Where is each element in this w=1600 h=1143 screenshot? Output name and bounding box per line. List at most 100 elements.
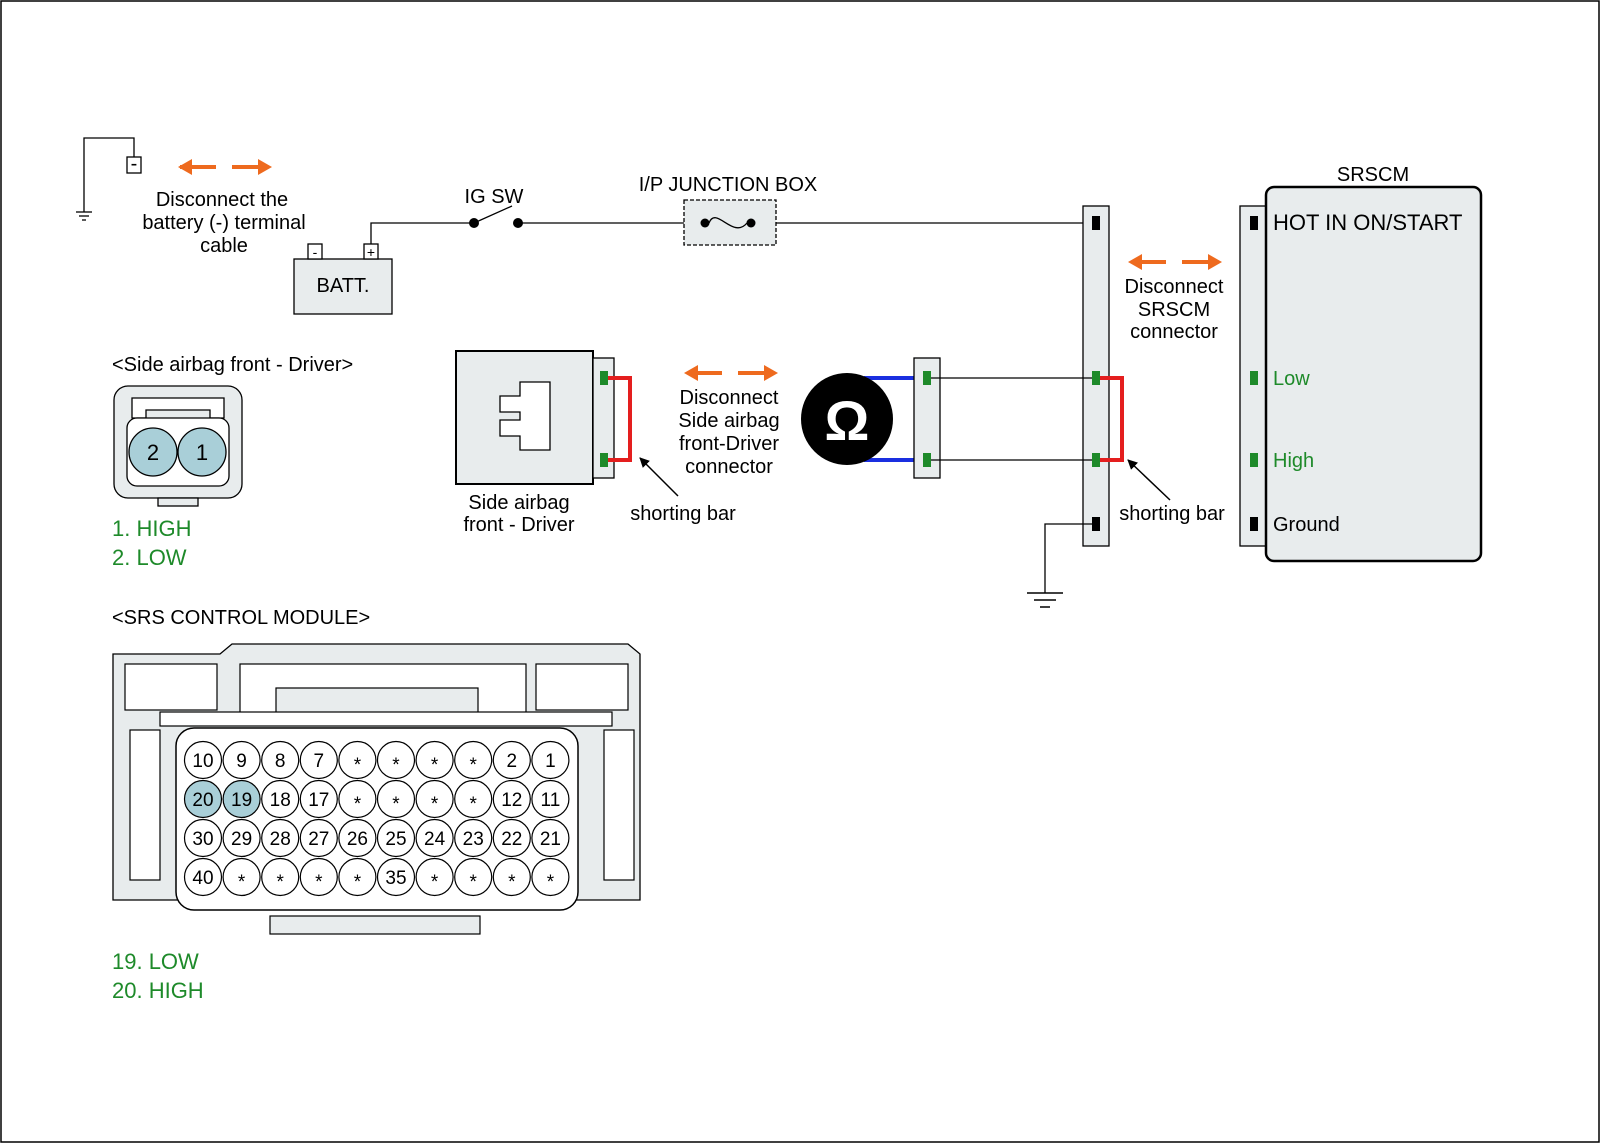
junction-box-label: I/P JUNCTION BOX — [639, 174, 818, 196]
pin-cavity — [183, 779, 223, 819]
right-shorting-bar-pointer — [1127, 459, 1171, 501]
battery-instruction-line3: cable — [200, 235, 248, 257]
pin-cavity — [299, 818, 338, 858]
right-shorting-bar — [1100, 376, 1124, 462]
pin-number: 8 — [275, 751, 286, 772]
pin-number: 12 — [501, 790, 522, 811]
pin-cavity — [299, 857, 338, 897]
battery-label: BATT. — [317, 275, 370, 297]
double-arrow-icon — [1128, 254, 1222, 270]
battery-neg-terminal: - — [313, 244, 318, 260]
pin-cavity — [222, 740, 261, 780]
pin-cavity — [299, 779, 338, 819]
ohm-meter-icon: Ω — [801, 373, 925, 465]
pin-number: 22 — [501, 829, 522, 850]
srscm-pin-hot: HOT IN ON/START — [1273, 210, 1462, 235]
side-airbag-component — [455, 350, 615, 485]
control-module-caption: <SRS CONTROL MODULE> — [112, 607, 370, 629]
pin-cavity — [415, 818, 454, 858]
battery: - + BATT. — [293, 243, 393, 315]
pin-number: 19 — [231, 790, 252, 811]
pin-number: 2 — [507, 751, 518, 772]
pin-cavity — [338, 740, 377, 780]
pin-cavity — [531, 740, 570, 780]
pin-cavity — [261, 779, 300, 819]
pin-cavity — [183, 818, 223, 858]
pin-number: * — [392, 794, 400, 815]
pin-cavity — [454, 740, 493, 780]
pin-cavity — [376, 740, 416, 780]
pin-cavity — [415, 779, 454, 819]
pin-number: 11 — [541, 790, 561, 811]
pin-cavity — [376, 779, 416, 819]
pin-number: * — [315, 872, 323, 893]
pin-cavity — [183, 857, 223, 897]
srscm-title: SRSCM — [1337, 164, 1409, 186]
side-airbag-instruction-line1: Disconnect — [680, 387, 779, 409]
side-airbag-connector-face — [113, 385, 243, 507]
pin-cavity — [492, 779, 531, 819]
pin-cavity — [222, 818, 261, 858]
pin-number: 10 — [192, 751, 213, 772]
pin-number: * — [238, 872, 246, 893]
ground-icon — [1027, 592, 1063, 608]
pin-cavity — [183, 740, 223, 780]
pin-number: 29 — [231, 829, 252, 850]
pin-number: 18 — [270, 790, 291, 811]
battery-ground-symbol: - — [76, 137, 142, 221]
pin-number: 1 — [545, 751, 556, 772]
right-shorting-bar-label: shorting bar — [1119, 503, 1225, 525]
pin-cavity — [531, 779, 570, 819]
pin-number: * — [431, 794, 439, 815]
pin-number: 35 — [385, 868, 406, 889]
srscm-instruction-line1: Disconnect — [1125, 276, 1224, 298]
pin-number: * — [354, 755, 362, 776]
ground-icon — [76, 211, 92, 221]
pin-number: 28 — [270, 829, 291, 850]
left-shorting-bar-pointer — [639, 457, 679, 497]
pin-number: 27 — [308, 829, 329, 850]
pin-number: * — [354, 872, 362, 893]
battery-instruction-line2: battery (-) terminal — [142, 212, 305, 234]
pin-number: 26 — [347, 829, 368, 850]
side-airbag-label-line1: Side airbag — [468, 492, 569, 514]
pin-number: 40 — [192, 868, 213, 889]
pin-cavity — [454, 857, 493, 897]
left-shorting-bar — [608, 376, 632, 462]
double-arrow-icon — [684, 365, 778, 381]
pin-number: 7 — [314, 751, 325, 772]
pin-cavity — [299, 740, 338, 780]
srscm-pin-ground: Ground — [1273, 514, 1340, 536]
pin-number: * — [392, 755, 400, 776]
pin-cavity — [261, 740, 300, 780]
pin-number: 30 — [192, 829, 213, 850]
pin-cavity — [222, 857, 261, 897]
srscm-module — [1239, 185, 1483, 563]
pin-number: 20 — [192, 790, 213, 811]
pin-number: * — [276, 872, 284, 893]
pin-cavity — [338, 818, 377, 858]
srscm-pin-high: High — [1273, 450, 1314, 472]
pin-number: * — [469, 755, 477, 776]
junction-box — [683, 199, 777, 246]
side-airbag-label-line2: front - Driver — [463, 514, 574, 536]
pin-number: * — [508, 872, 516, 893]
srscm-instruction-line3: connector — [1130, 321, 1218, 343]
side-airbag-pin-1: 1 — [196, 440, 208, 465]
side-airbag-pin-2: 2 — [147, 440, 159, 465]
pin-number: * — [469, 794, 477, 815]
pin-number: 17 — [308, 790, 329, 811]
double-arrow-icon — [178, 159, 272, 175]
pin-number: * — [431, 872, 439, 893]
pin-number: * — [469, 872, 477, 893]
control-module-legend-2: 20. HIGH — [112, 978, 204, 1003]
switch-icon — [469, 205, 523, 228]
battery-pos-terminal: + — [367, 244, 375, 260]
side-airbag-legend-1: 1. HIGH — [112, 516, 191, 541]
pin-cavity — [531, 857, 570, 897]
side-airbag-instruction-line2: Side airbag — [678, 410, 779, 432]
battery-neg-symbol: - — [131, 153, 138, 175]
fuse-icon — [700, 217, 756, 229]
